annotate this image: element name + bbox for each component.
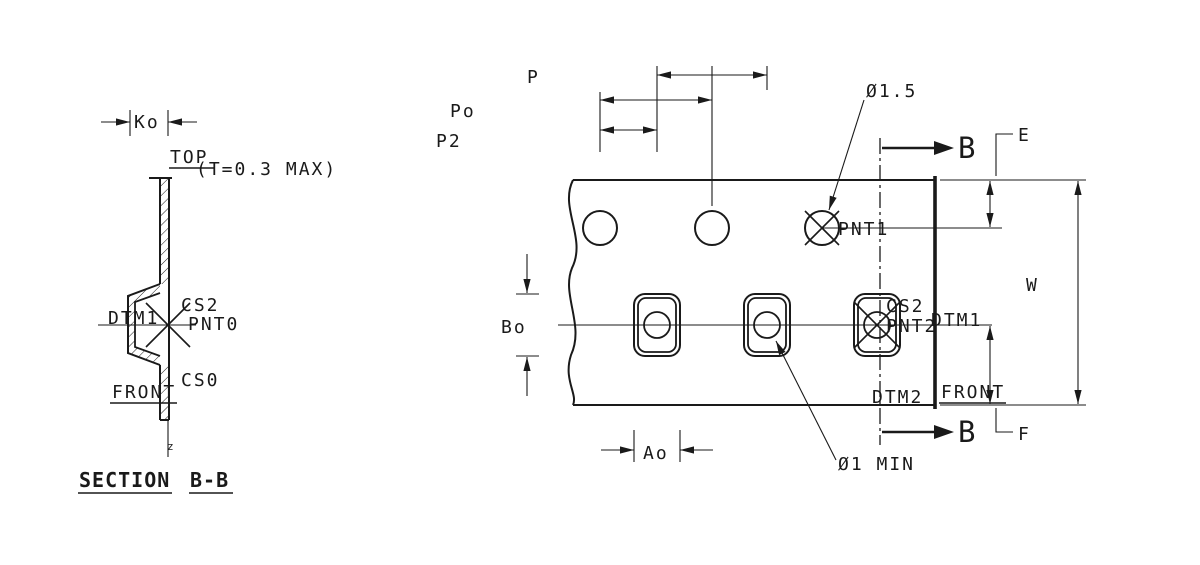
section-arrow-bottom-head: [934, 425, 954, 439]
z-axis-label: z: [167, 440, 174, 453]
pocket-dia-leader: [775, 340, 837, 461]
pocket-3-inner: [857, 297, 897, 353]
section-view: z Ko TOP (T=0.3 MAX) CS2 DTM1 PNT0 CS0 F…: [78, 110, 337, 494]
section-arrow-top-label: B: [958, 131, 975, 165]
pitch-extension-lines: [599, 66, 768, 206]
dtm1-label-section: DTM1: [108, 308, 159, 329]
section-arrow-top-head: [934, 141, 954, 155]
section-arrow-bottom-label: B: [958, 415, 975, 449]
pocket-dia-label: Ø1 MIN: [838, 454, 915, 475]
front-label-section: FRONT: [112, 382, 176, 403]
sprocket-hole-2: [694, 210, 730, 246]
tape-section-profile: [149, 177, 172, 421]
section-title-ref: B-B: [190, 468, 229, 492]
pocket-2-outer: [743, 293, 791, 357]
ao-dim-label: Ao: [643, 443, 669, 464]
t-max-label: (T=0.3 MAX): [196, 159, 337, 180]
tape-break-line: [567, 179, 578, 406]
f-dim-label: F: [1018, 424, 1031, 445]
ao-extension-lines: [633, 430, 681, 462]
pocket-3-point-cross: [853, 301, 901, 349]
front-label-plan: FRONT: [941, 382, 1005, 403]
pocket-3-outer: [853, 293, 901, 357]
pocket-2-inner: [747, 297, 787, 353]
sprocket-hole-1: [582, 210, 618, 246]
cs2-label-section: CS2: [181, 295, 220, 316]
point-marker-cross: [145, 302, 191, 348]
dtm2-label: DTM2: [872, 387, 923, 408]
pnt0-label-section: PNT0: [188, 314, 239, 335]
bo-dim-label: Bo: [501, 317, 527, 338]
top-label: TOP: [170, 147, 209, 168]
pocket-1-outer: [633, 293, 681, 357]
section-hatch-upper-strip: [160, 178, 169, 284]
p-dim-label: P: [527, 67, 540, 88]
sprocket-dia-label: Ø1.5: [866, 81, 917, 102]
ko-dim-label: Ko: [134, 112, 160, 133]
pocket-3-hole: [863, 311, 891, 339]
e-dim-bracket: [995, 133, 1013, 176]
pocket-2-hole: [753, 311, 781, 339]
sprocket-dia-leader: [828, 99, 865, 211]
cs0-label-section: CS0: [181, 370, 220, 391]
pocket-1-inner: [637, 297, 677, 353]
e-dim-label: E: [1018, 125, 1031, 146]
section-hatch-lower-strip: [160, 365, 169, 420]
pnt1-label: PNT1: [838, 219, 889, 240]
cs2-label-plan: CS2: [886, 296, 925, 317]
w-dim-label: W: [1026, 275, 1039, 296]
bo-extension-ticks: [516, 293, 539, 357]
p2-dim-label: P2: [436, 131, 462, 152]
dtm1-label-plan: DTM1: [931, 310, 982, 331]
pnt2-label: PNT2: [886, 316, 937, 337]
f-dim-bracket: [995, 408, 1013, 433]
plan-view: B B P Po P2 Ø1.5 E W F Bo: [436, 66, 1086, 475]
pocket-1-hole: [643, 311, 671, 339]
po-dim-label: Po: [450, 101, 476, 122]
section-title-word: SECTION: [79, 468, 170, 492]
